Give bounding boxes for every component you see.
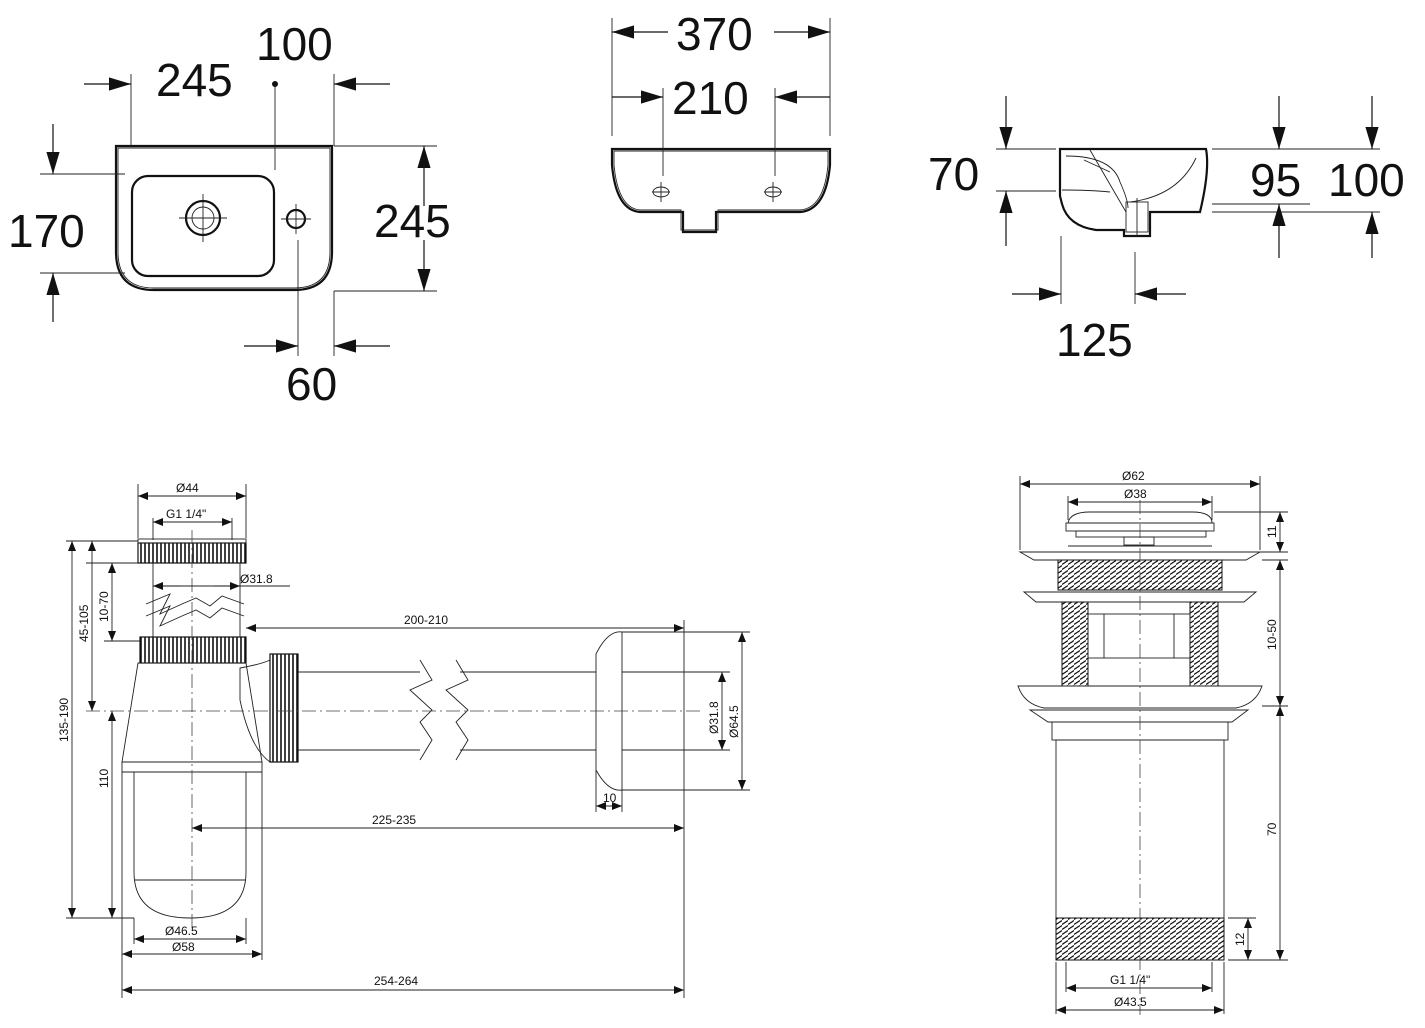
dim-siphon-d44: Ø44 [176, 481, 199, 495]
valve-cap [1067, 511, 1213, 524]
dim-siphon-d58: Ø58 [172, 940, 195, 954]
dim-hole-spacing: 210 [672, 72, 749, 124]
dim-side-depth-125: 125 [1056, 314, 1133, 366]
drain-valve-drawing: Ø62 Ø38 11 10-50 70 12 G1 1/4" Ø43.5 [1017, 469, 1288, 1015]
basin-top-view: 245 100 170 245 60 [8, 18, 451, 410]
dim-side-height-95: 95 [1250, 154, 1301, 206]
dim-siphon-d645: Ø64.5 [727, 705, 741, 738]
dim-siphon-flange-thickness: 10 [603, 791, 617, 805]
basin-front-outline [610, 147, 832, 234]
dim-basin-width: 245 [156, 54, 233, 106]
dim-valve-d38: Ø38 [1124, 487, 1147, 501]
dim-siphon-l254-264: 254-264 [374, 974, 418, 988]
bottle-siphon-drawing: Ø44 G1 1/4" Ø31.8 135-190 45-105 10-70 1… [57, 481, 750, 998]
dim-valve-d62: Ø62 [1122, 469, 1145, 483]
drain-hole [179, 194, 227, 242]
dim-overall-width: 370 [676, 8, 753, 60]
dim-valve-h70: 70 [1265, 822, 1279, 836]
dim-side-height-100: 100 [1328, 154, 1405, 206]
dim-siphon-h135-190: 135-190 [57, 698, 71, 742]
siphon-outlet-nut [269, 653, 299, 763]
dim-siphon-h45-105: 45-105 [77, 604, 91, 642]
dim-tap-edge: 60 [286, 358, 337, 410]
mounting-hole-left [652, 182, 670, 202]
valve-lock-nut [1022, 591, 1258, 603]
dim-siphon-d318-top: Ø31.8 [240, 572, 273, 586]
dim-bowl-height: 170 [8, 205, 85, 257]
bowl-outline [130, 174, 276, 278]
dim-valve-h11: 11 [1265, 525, 1279, 538]
basin-front-view: 370 210 [610, 8, 832, 234]
dim-siphon-thread: G1 1/4" [166, 507, 206, 521]
tap-hole [281, 204, 311, 234]
dim-valve-h12: 12 [1233, 932, 1247, 946]
valve-bottom-flange [1017, 685, 1263, 709]
dim-tap-offset: 100 [256, 18, 333, 70]
valve-top-flange [1018, 551, 1262, 561]
dim-siphon-h10-70: 10-70 [97, 591, 111, 622]
dim-siphon-d318-right: Ø31.8 [707, 701, 721, 734]
basin-outline [114, 144, 334, 292]
dim-valve-d435: Ø43.5 [1114, 995, 1147, 1009]
dim-siphon-l225-235: 225-235 [372, 813, 416, 827]
basin-side-view: 70 95 100 125 [928, 96, 1405, 366]
dim-siphon-l200-210: 200-210 [404, 613, 448, 627]
mounting-hole-right [764, 182, 782, 202]
basin-side-outline [1058, 147, 1209, 238]
dim-siphon-d465: Ø46.5 [165, 924, 198, 938]
siphon-bottle-cup [133, 771, 247, 919]
dim-siphon-h110: 110 [97, 769, 111, 788]
dim-side-height-70: 70 [928, 148, 979, 200]
dim-valve-h10-50: 10-50 [1265, 619, 1279, 650]
siphon-middle-nut [139, 636, 247, 664]
dim-valve-thread: G1 1/4" [1110, 973, 1150, 987]
dim-basin-depth: 245 [374, 195, 451, 247]
